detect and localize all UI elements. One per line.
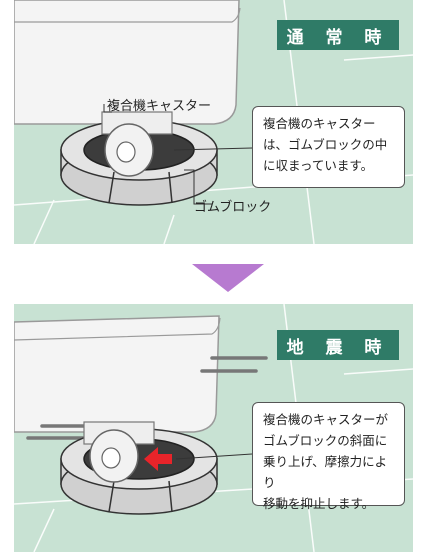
callout-leader: [173, 147, 253, 151]
normal-callout-line-2: は、ゴムブロックの中: [263, 137, 388, 152]
caster: [83, 421, 155, 483]
banner-normal: 通 常 時: [277, 20, 399, 50]
normal-state-panel: 通 常 時 複合機キャスター ゴムブロック 複合機のキャスター は、ゴムブロック…: [14, 0, 413, 244]
machine-body: [14, 0, 240, 125]
earthquake-callout: 複合機のキャスターが ゴムブロックの斜面に 乗り上げ、摩擦力により 移動を抑止し…: [252, 402, 405, 511]
earthquake-callout-line-4: 移動を抑止します。: [263, 496, 375, 511]
caster-leader: [103, 104, 112, 113]
earthquake-callout-line-2: ゴムブロックの斜面に: [263, 433, 388, 448]
callout-leader: [175, 453, 253, 460]
normal-callout-line-1: 複合機のキャスター: [263, 116, 376, 131]
normal-callout-line-3: に収まっています。: [263, 158, 374, 173]
rubber-leader: [184, 169, 212, 205]
earthquake-callout-line-1: 複合機のキャスターが: [263, 412, 389, 427]
motion-lines: [26, 356, 268, 440]
caster: [101, 111, 173, 177]
machine-body: [14, 315, 220, 433]
push-arrow-icon: [144, 447, 172, 471]
rubber-block-label: ゴムブロック: [194, 200, 272, 215]
rubber-block: [60, 119, 218, 206]
banner-earthquake: 地 震 時: [277, 330, 399, 360]
earthquake-state-panel: 地 震 時 複合機のキャスターが ゴムブロックの斜面に 乗り上げ、摩擦力により …: [14, 304, 413, 552]
transition-arrow-icon: [192, 264, 264, 292]
normal-callout: 複合機のキャスター は、ゴムブロックの中 に収まっています。: [252, 106, 405, 188]
earthquake-callout-line-3: 乗り上げ、摩擦力により: [263, 454, 388, 490]
caster-label: 複合機キャスター: [107, 99, 212, 114]
